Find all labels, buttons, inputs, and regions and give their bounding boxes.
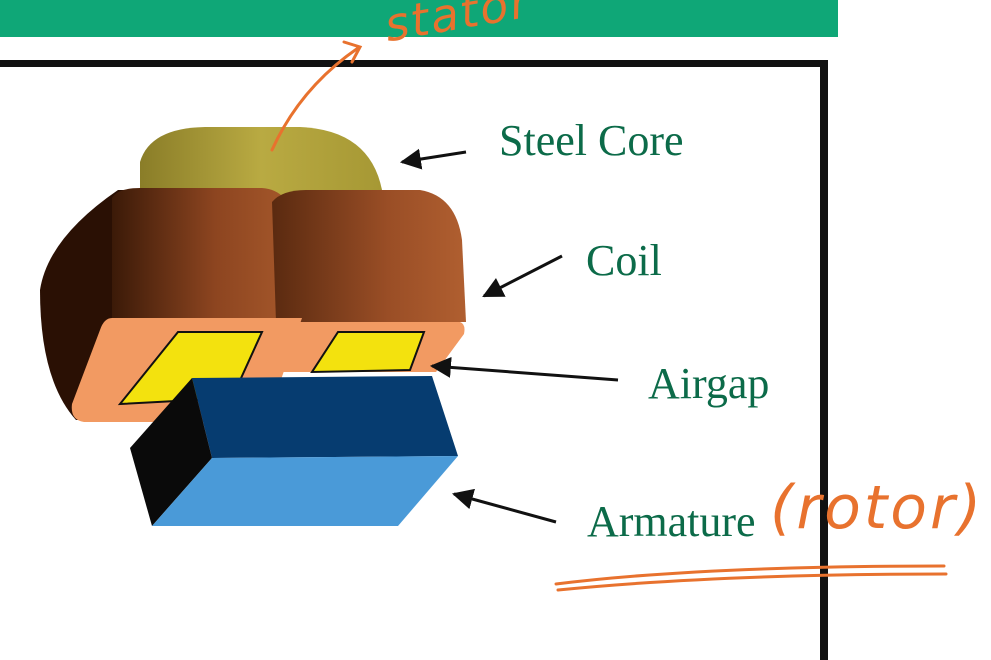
header-bar: [0, 0, 838, 37]
rotor-ink-underline: [554, 564, 948, 592]
arrow-coil: [482, 254, 563, 298]
arrow-steel-core: [399, 148, 467, 170]
armature-front: [152, 456, 458, 526]
actuator-diagram: [40, 40, 948, 592]
armature-label: Armature: [587, 497, 756, 546]
rotor-annotation: (rotor): [770, 473, 985, 543]
airgap-label: Airgap: [648, 359, 770, 408]
airgap-right: [310, 331, 426, 374]
armature-top: [192, 376, 458, 458]
coil-label: Coil: [586, 236, 662, 285]
steel-core-label: Steel Core: [499, 116, 684, 165]
armature-side: [130, 378, 212, 526]
coil-left-body: [112, 188, 300, 318]
coil-right-body: [272, 190, 466, 322]
slide-frame: [0, 60, 828, 660]
arrow-airgap: [429, 356, 619, 382]
steel-core-shape: [140, 127, 382, 200]
stator-ink-arrow: [270, 40, 363, 152]
arrow-armature: [451, 488, 557, 524]
